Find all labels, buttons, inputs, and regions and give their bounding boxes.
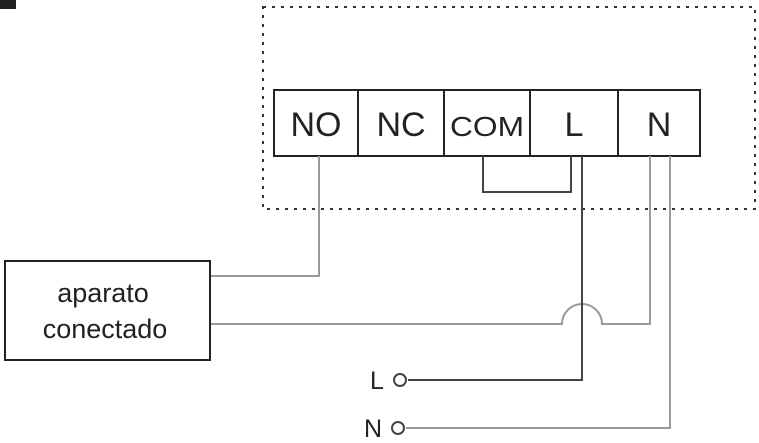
n-supply-wire <box>406 156 671 429</box>
l-supply-wire <box>408 156 583 381</box>
terminal-com-label: COM <box>450 111 524 142</box>
module-enclosure <box>262 6 756 210</box>
device-label-line1: aparato <box>57 278 149 308</box>
terminal-n <box>617 89 701 157</box>
supply-n-terminal-icon <box>391 421 405 435</box>
terminal-no <box>273 89 359 157</box>
device-box <box>4 260 211 361</box>
device-label-line2: conectado <box>43 314 168 344</box>
terminal-no-label: NO <box>291 106 342 144</box>
no-to-device-wire <box>210 156 320 277</box>
connected-device: aparato conectado <box>4 260 211 361</box>
terminal-block: NO NC COM L N <box>273 89 701 157</box>
supply-l-terminal-icon <box>393 373 407 387</box>
supply-l-label: L <box>370 367 384 395</box>
terminal-n-label: N <box>647 106 672 144</box>
top-left-mark <box>0 0 16 9</box>
supply-n-label: N <box>364 415 382 443</box>
terminal-nc-label: NC <box>376 106 425 144</box>
terminal-nc <box>357 89 445 157</box>
com-l-bridge-wire <box>482 156 572 193</box>
supply-n: N <box>364 415 405 443</box>
terminal-l <box>529 89 619 157</box>
device-to-n-wire <box>210 156 651 325</box>
terminal-l-label: L <box>565 106 584 144</box>
supply-l: L <box>370 367 407 395</box>
